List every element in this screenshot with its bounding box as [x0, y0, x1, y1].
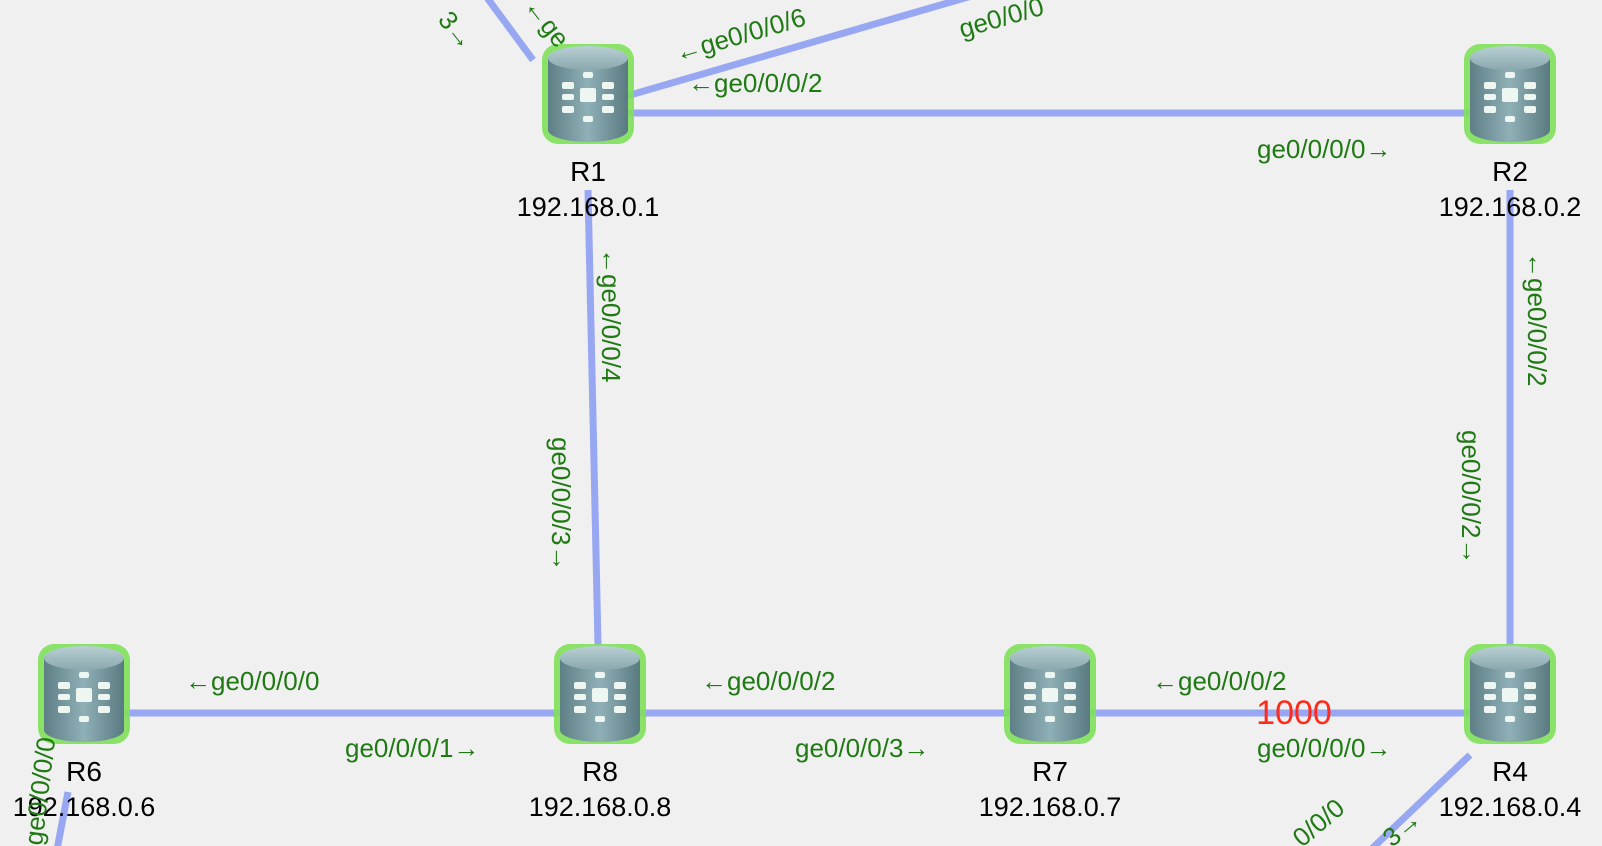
port-label: ge0/0/0/2→ — [1456, 430, 1486, 564]
port-label: ←ge0/0/0/2 — [688, 68, 822, 98]
link-r4-down[interactable] — [1360, 752, 1473, 846]
port-label: ge0/0/0/1→ — [345, 733, 479, 763]
router-ip: 192.168.0.1 — [517, 192, 660, 222]
link-r1-upleft[interactable] — [484, 0, 536, 63]
port-label: 3→ — [432, 5, 481, 55]
router-r8[interactable]: R8 192.168.0.8 — [529, 644, 672, 822]
router-icon — [1464, 44, 1556, 144]
router-name: R4 — [1492, 756, 1528, 787]
link-r1-r8[interactable] — [584, 189, 602, 646]
port-label: 0/0/0 — [1287, 792, 1351, 846]
router-name: R7 — [1032, 756, 1068, 787]
port-label: 3→ — [1377, 804, 1427, 846]
router-icon — [1004, 644, 1096, 744]
router-r1[interactable]: R1 192.168.0.1 — [517, 44, 660, 222]
port-label: ge0/0/0/3→ — [795, 733, 929, 763]
router-icon — [1464, 644, 1556, 744]
port-label: ge0/0/0/0→ — [1257, 134, 1391, 164]
port-label: ge0/0/0/3→ — [546, 437, 576, 571]
router-r6[interactable]: R6 192.168.0.6 — [13, 644, 156, 822]
router-icon — [554, 644, 646, 744]
router-ip: 192.168.0.4 — [1439, 792, 1582, 822]
router-icon — [38, 644, 130, 744]
router-ip: 192.168.0.7 — [979, 792, 1122, 822]
port-label: ge0/0/0/0→ — [1257, 733, 1391, 763]
port-label: ←ge0/0/0/0 — [185, 666, 319, 696]
link-metric-label: 1000 — [1256, 694, 1332, 732]
router-ip: 192.168.0.2 — [1439, 192, 1582, 222]
links — [54, 0, 1514, 846]
router-name: R8 — [582, 756, 618, 787]
router-ip: 192.168.0.8 — [529, 792, 672, 822]
router-r2[interactable]: R2 192.168.0.2 — [1439, 44, 1582, 222]
router-r7[interactable]: R7 192.168.0.7 — [979, 644, 1122, 822]
port-label: ge0/0/0/0 — [18, 735, 61, 846]
router-ip: 192.168.0.6 — [13, 792, 156, 822]
router-r4[interactable]: R4 192.168.0.4 — [1439, 644, 1582, 822]
port-label: ←ge0/0/0/2 — [1522, 252, 1552, 386]
router-icon — [542, 44, 634, 144]
port-label: ge0/0/0 — [955, 0, 1047, 44]
port-label: ←ge0/0/0/6 — [671, 2, 808, 68]
router-name: R6 — [66, 756, 102, 787]
router-name: R2 — [1492, 156, 1528, 187]
link-r1-upright[interactable] — [619, 0, 975, 102]
port-label: ←ge0/0/0/4 — [596, 248, 626, 382]
port-label: ←ge0/0/0/2 — [701, 666, 835, 696]
port-label: ←ge0/0/0/2 — [1152, 666, 1286, 696]
link-r6-down[interactable] — [54, 791, 72, 846]
router-name: R1 — [570, 156, 606, 187]
